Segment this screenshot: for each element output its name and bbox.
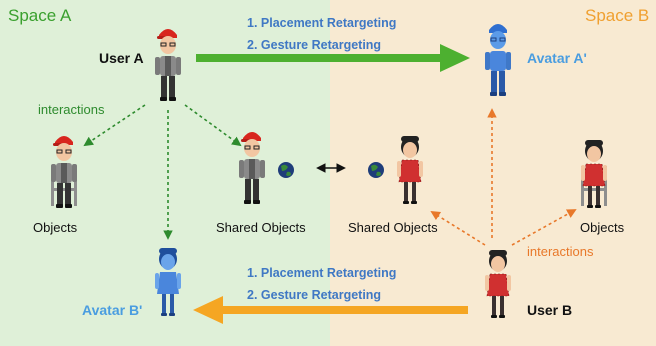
interactions-a-label: interactions	[38, 102, 105, 117]
interaction-arrows-a	[83, 104, 242, 240]
retarget-arrow-b-to-a	[193, 296, 468, 324]
bottom-step-1: 1. Placement Retargeting	[247, 266, 397, 280]
user-b-label: User B	[527, 302, 573, 318]
space-a-title: Space A	[8, 6, 72, 25]
user-a-label: User A	[99, 50, 144, 66]
globe-icon	[278, 162, 294, 178]
avatar-b-prime-label: Avatar B'	[82, 302, 143, 318]
objects-b-label: Objects	[580, 220, 625, 235]
space-b-title: Space B	[585, 6, 650, 25]
shared-objects-b-label: Shared Objects	[348, 220, 438, 235]
interaction-arrows-b	[430, 108, 577, 246]
bottom-step-2: 2. Gesture Retargeting	[247, 288, 382, 302]
interactions-b-label: interactions	[527, 244, 594, 259]
top-step-1: 1. Placement Retargeting	[247, 16, 397, 30]
avatar-a-prime-label: Avatar A'	[527, 50, 587, 66]
top-step-2: 2. Gesture Retargeting	[247, 38, 382, 52]
globe-icon	[368, 162, 384, 178]
objects-a-label: Objects	[33, 220, 78, 235]
retarget-arrow-a-to-b	[196, 44, 470, 72]
shared-objects-a-label: Shared Objects	[216, 220, 306, 235]
